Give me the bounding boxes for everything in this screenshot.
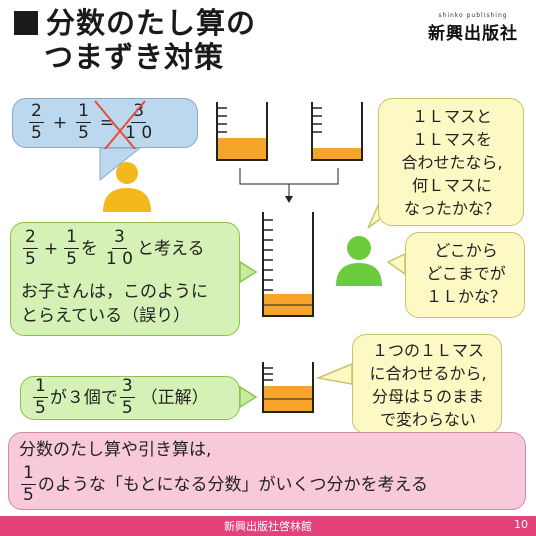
speech-bubble-middle: どこから どこまでが １Ｌかな？: [405, 232, 525, 318]
cross-mark-icon: [94, 100, 146, 149]
arrow-right-icon: [239, 260, 258, 284]
measuring-cup-tall: [262, 212, 314, 317]
footer-bar: 新興出版社啓林館 10: [0, 516, 536, 536]
child-icon: [103, 162, 151, 212]
page-title: 分数のたし算の つまずき対策: [14, 6, 256, 74]
combine-arrow-icon: [239, 168, 339, 203]
blue-bubble-tail: [99, 147, 142, 182]
arrow-right-icon: [239, 385, 258, 409]
measuring-cup-bottom: [262, 362, 314, 413]
publisher-logo: shinko publishing 新興出版社: [428, 12, 518, 44]
measuring-cup-right: [311, 102, 363, 161]
footer-publisher: 新興出版社啓林館: [224, 520, 312, 533]
square-bullet-icon: [14, 11, 38, 35]
mid-bubble-tail: [386, 252, 406, 276]
bottom-bubble-tail: [315, 362, 353, 385]
measuring-cup-left: [216, 102, 268, 161]
parent-icon: [336, 236, 382, 286]
page-number: 10: [514, 518, 528, 531]
speech-bubble-top: １Ｌマスと １Ｌマスを 合わせたなら, 何Ｌマスに なったかな？: [378, 98, 524, 226]
speech-bubble-bottom: １つの１Ｌマス に合わせるから, 分母は５のまま で変わらない: [352, 334, 502, 434]
